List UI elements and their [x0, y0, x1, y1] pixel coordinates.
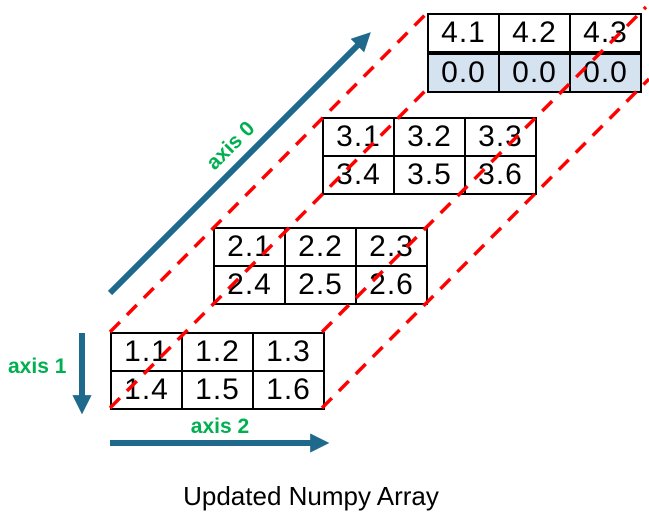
highlighted-row: 0.0 0.0 0.0	[427, 51, 642, 93]
array-cell: 1.6	[252, 370, 325, 410]
array-cell: 4.1	[427, 13, 500, 54]
array-cell: 3.1	[322, 117, 395, 157]
table-row: 3.1 3.2 3.3	[322, 117, 537, 157]
array-slice-2: 2.1 2.2 2.3 2.4 2.5 2.6	[213, 227, 428, 305]
array-cell: 3.4	[322, 155, 395, 195]
array-cell: 1.2	[181, 332, 254, 372]
table-row: 2.1 2.2 2.3	[213, 227, 428, 267]
axis-2-label: axis 2	[190, 415, 250, 438]
array-cell: 2.1	[213, 227, 286, 267]
array-cell: 3.2	[393, 117, 466, 157]
table-row: 4.1 4.2 4.3	[427, 13, 642, 54]
array-cell: 2.6	[355, 265, 428, 305]
array-cell: 2.2	[284, 227, 357, 267]
array-cell-highlighted: 0.0	[427, 51, 500, 93]
table-row: 1.1 1.2 1.3	[110, 332, 325, 372]
array-cell: 4.2	[498, 13, 571, 54]
array-cell: 1.5	[181, 370, 254, 410]
table-row: 1.4 1.5 1.6	[110, 370, 325, 410]
array-cell: 1.3	[252, 332, 325, 372]
array-slice-4: 4.1 4.2 4.3 0.0 0.0 0.0	[427, 13, 642, 93]
array-cell-highlighted: 0.0	[569, 51, 642, 93]
array-cell: 2.3	[355, 227, 428, 267]
array-cell: 3.3	[464, 117, 537, 157]
array-slice-3: 3.1 3.2 3.3 3.4 3.5 3.6	[322, 117, 537, 195]
table-row: 2.4 2.5 2.6	[213, 265, 428, 305]
array-cell: 2.5	[284, 265, 357, 305]
array-cell: 3.6	[464, 155, 537, 195]
axis-0-label: axis 0	[201, 116, 260, 175]
table-row: 3.4 3.5 3.6	[322, 155, 537, 195]
array-cell: 2.4	[213, 265, 286, 305]
diagram-caption: Updated Numpy Array	[183, 481, 439, 511]
array-cell-highlighted: 0.0	[498, 51, 571, 93]
array-cell: 4.3	[569, 13, 642, 54]
array-cell: 1.1	[110, 332, 183, 372]
array-slice-1: 1.1 1.2 1.3 1.4 1.5 1.6	[110, 332, 325, 410]
array-cell: 1.4	[110, 370, 183, 410]
axis-1-label: axis 1	[8, 355, 67, 378]
array-cell: 3.5	[393, 155, 466, 195]
